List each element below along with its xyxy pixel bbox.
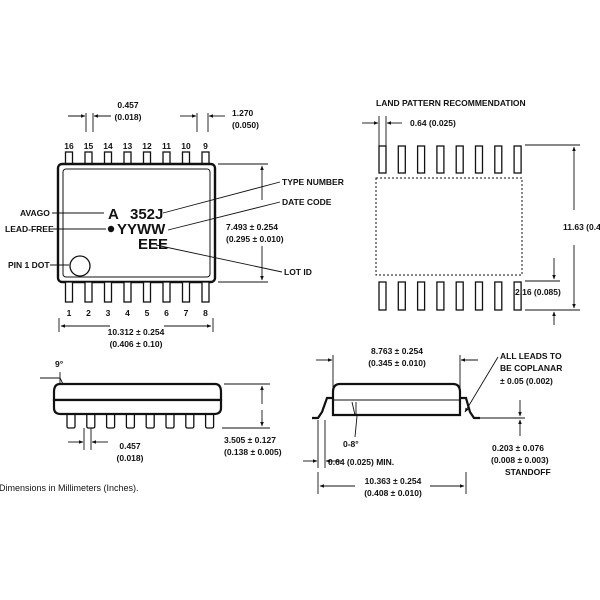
land-pad <box>494 281 503 311</box>
height-in: (0.295 ± 0.010) <box>226 234 284 244</box>
body-width-in: (0.345 ± 0.010) <box>368 358 426 368</box>
lead-free-dot-icon <box>107 225 115 233</box>
pin-label: 13 <box>123 141 133 151</box>
pin-lead <box>84 281 93 303</box>
marking-type: 352J <box>130 206 163 223</box>
pin-label: 1 <box>67 308 72 318</box>
pin-label: 2 <box>86 308 91 318</box>
pin-lead <box>103 281 113 303</box>
land-pad <box>436 145 445 174</box>
standoff-mm: 0.203 ± 0.076 <box>492 443 544 453</box>
pin-label: 11 <box>162 141 171 151</box>
avago-label: AVAGO <box>20 208 50 218</box>
lot-id-label: LOT ID <box>284 267 312 277</box>
coplanar-line1: ALL LEADS TO <box>500 351 562 361</box>
span-label: 11.63 (0.458) <box>563 222 600 232</box>
marking-lot: EEE <box>138 236 168 253</box>
standoff-in: (0.008 ± 0.003) <box>491 455 549 465</box>
height-mm: 7.493 ± 0.254 <box>226 222 278 232</box>
width-in: (0.406 ± 0.10) <box>110 339 163 349</box>
land-pad <box>474 145 484 174</box>
land-pad <box>455 281 464 311</box>
foot-length-label: 0.64 (0.025) MIN. <box>328 457 394 467</box>
pin-label: 9 <box>203 141 208 151</box>
pin-label: 15 <box>84 141 94 151</box>
land-pad <box>513 145 522 174</box>
pitch-top-mm: 0.457 <box>117 100 139 110</box>
pin1-dot-icon <box>69 255 91 277</box>
standoff-label: STANDOFF <box>505 467 551 477</box>
width-mm: 10.312 ± 0.254 <box>108 327 165 337</box>
date-code-label: DATE CODE <box>282 197 332 207</box>
pad-width-label: 0.64 (0.025) <box>410 118 456 128</box>
land-pad <box>513 281 522 311</box>
footnote: Dimensions in Millimeters (Inches). <box>0 483 139 493</box>
side-height-in: (0.138 ± 0.005) <box>224 447 282 457</box>
total-width-mm: 10.363 ± 0.254 <box>365 476 422 486</box>
land-pad <box>416 145 426 174</box>
pin-label: 12 <box>142 141 152 151</box>
land-pad <box>378 281 387 311</box>
coplanar-line2: BE COPLANAR <box>500 363 562 373</box>
pin-lead <box>142 281 152 303</box>
pad-length-label: 2.16 (0.085) <box>515 287 561 297</box>
pin-label: 8 <box>203 308 208 318</box>
land-pad <box>378 145 387 174</box>
pin1-label: PIN 1 DOT <box>8 260 50 270</box>
pin-lead <box>123 281 132 303</box>
end-view: 8.763 ± 0.254 (0.345 ± 0.010) ALL LEADS … <box>303 346 562 498</box>
pitch-top-in: (0.018) <box>115 112 142 122</box>
land-pad <box>474 281 484 311</box>
body-width-mm: 8.763 ± 0.254 <box>371 346 423 356</box>
marking-prefix: A <box>108 206 119 223</box>
land-pad <box>494 145 503 174</box>
land-pad <box>436 281 445 311</box>
pin-label: 3 <box>106 308 111 318</box>
land-pattern-title: LAND PATTERN RECOMMENDATION <box>376 98 526 108</box>
pin-lead <box>162 281 171 303</box>
pin-label: 14 <box>103 141 113 151</box>
total-width-in: (0.408 ± 0.010) <box>364 488 422 498</box>
pin-label: 7 <box>184 308 189 318</box>
side-view: 9° 0.457 (0.018) 3.505 ± 0.127 (0.138 ± … <box>40 359 282 463</box>
pin-lead <box>181 281 191 303</box>
land-pad <box>416 281 426 311</box>
land-pattern: LAND PATTERN RECOMMENDATION 0.64 (0.025)… <box>362 98 600 325</box>
side-angle-label: 9° <box>55 359 64 369</box>
pin-label: 4 <box>125 308 130 318</box>
lead-angle-label: 0-8° <box>343 439 359 449</box>
pitch-mm: 1.270 <box>232 108 254 118</box>
type-number-label: TYPE NUMBER <box>282 177 344 187</box>
side-lead-width-in: (0.018) <box>117 453 144 463</box>
pin-lead <box>64 281 74 303</box>
pin-label: 16 <box>64 141 74 151</box>
lead-free-label: LEAD-FREE <box>5 224 54 234</box>
pin-label: 5 <box>145 308 150 318</box>
pin-label: 6 <box>164 308 169 318</box>
pin-label: 10 <box>181 141 191 151</box>
land-pad <box>397 281 406 311</box>
side-lead-width-mm: 0.457 <box>119 441 141 451</box>
pin-lead <box>201 281 210 303</box>
land-pad <box>455 145 464 174</box>
pitch-in: (0.050) <box>232 120 259 130</box>
land-pad <box>397 145 406 174</box>
side-height-mm: 3.505 ± 0.127 <box>224 435 276 445</box>
coplanar-line3: ± 0.05 (0.002) <box>500 376 553 386</box>
marking-date: YYWW <box>117 221 166 238</box>
